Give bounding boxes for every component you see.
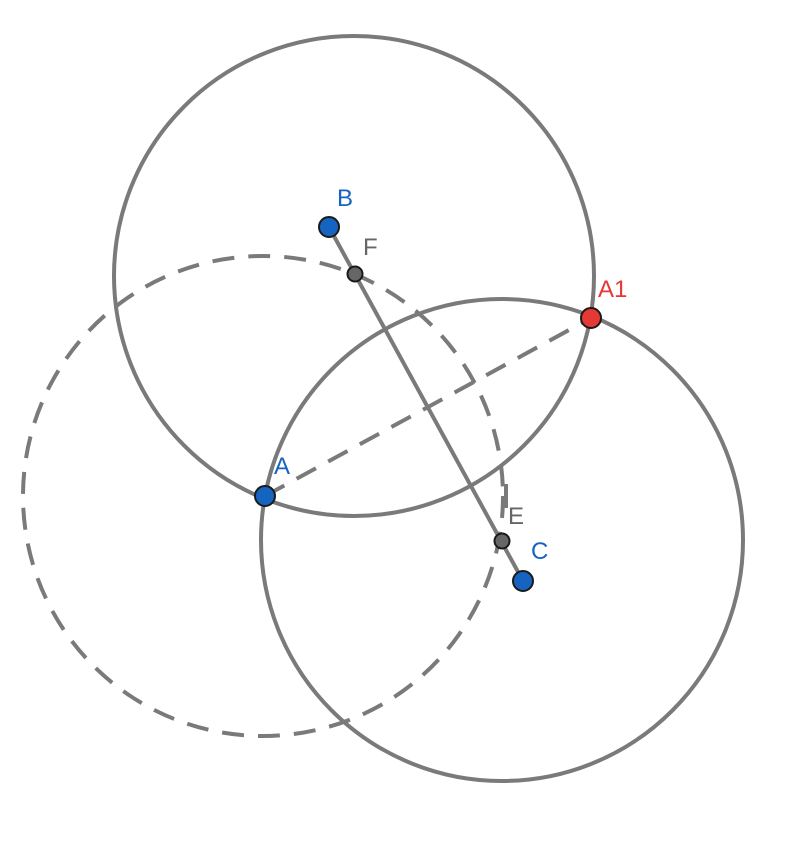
label-a1: A1 — [598, 276, 627, 303]
point-a[interactable] — [254, 485, 276, 507]
label-a: A — [274, 453, 290, 480]
label-f: F — [363, 234, 378, 261]
point-b[interactable] — [318, 216, 340, 238]
label-e: E — [508, 503, 524, 530]
point-a1[interactable] — [580, 307, 602, 329]
circle-centered-c — [259, 297, 745, 783]
point-c[interactable] — [512, 570, 534, 592]
point-f[interactable] — [346, 265, 364, 283]
dashed-segment-a-a1 — [264, 316, 592, 498]
label-b: B — [337, 185, 353, 212]
segment-bc — [327, 225, 525, 583]
point-e[interactable] — [493, 532, 511, 550]
label-c: C — [531, 538, 548, 565]
circle-centered-b — [112, 34, 596, 518]
dashed-circle-centered-a — [21, 254, 505, 738]
